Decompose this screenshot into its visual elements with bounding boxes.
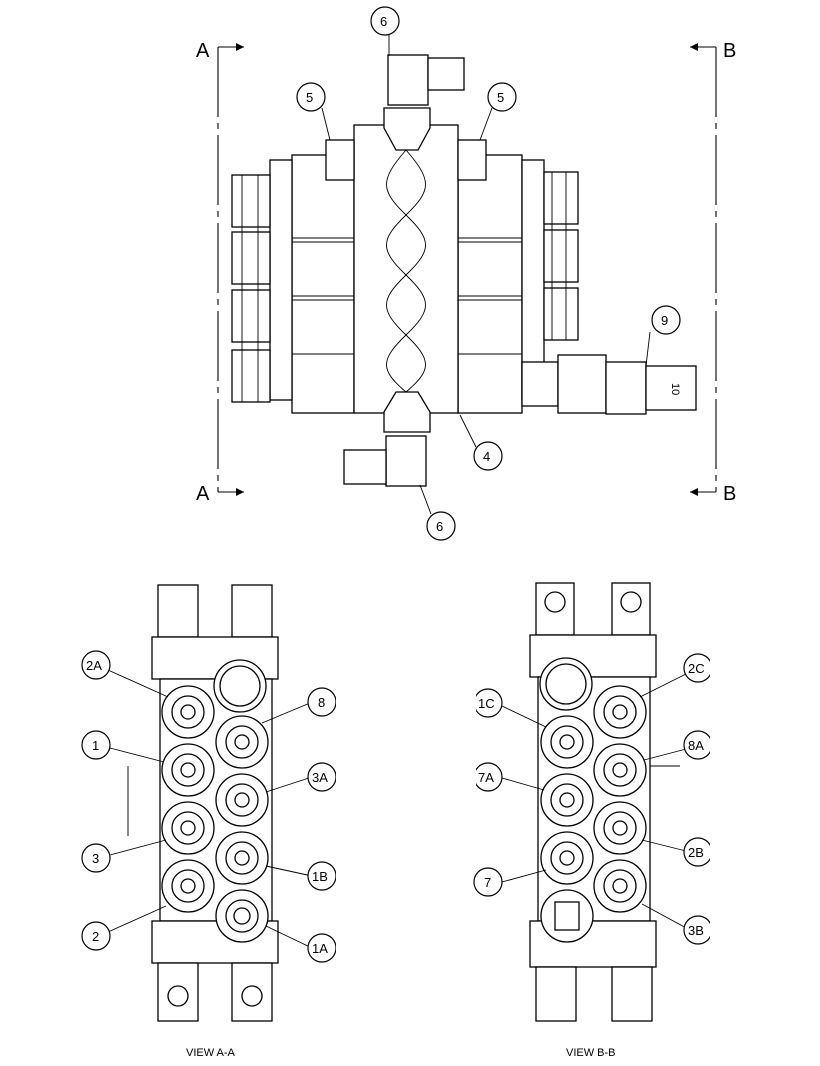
svg-text:7A: 7A	[478, 770, 494, 785]
svg-text:2B: 2B	[688, 845, 704, 860]
section-label-a-bottom: A	[196, 483, 210, 505]
callout-3A: 3A	[307, 762, 337, 792]
callout-2B: 2B	[683, 837, 713, 867]
svg-text:1B: 1B	[312, 869, 328, 884]
section-label-a-top: A	[196, 40, 210, 62]
callout-2C: 2C	[683, 653, 713, 683]
section-label-b-top: B	[723, 40, 736, 62]
callout-5-left: 5	[296, 82, 326, 112]
svg-text:6: 6	[380, 14, 387, 29]
callout-6-bottom: 6	[426, 511, 456, 541]
svg-text:8A: 8A	[688, 738, 704, 753]
svg-text:9: 9	[661, 313, 668, 328]
section-label-b-bottom: B	[723, 483, 736, 505]
svg-text:3B: 3B	[688, 923, 704, 938]
svg-text:2: 2	[92, 929, 99, 944]
section-line-b: B B	[690, 40, 736, 505]
svg-text:1A: 1A	[312, 941, 328, 956]
view-a-drawing	[127, 584, 279, 1022]
svg-text:3A: 3A	[312, 770, 328, 785]
svg-text:1C: 1C	[478, 696, 495, 711]
svg-text:3: 3	[92, 851, 99, 866]
callout-9: 9	[651, 305, 681, 335]
callout-1B: 1B	[307, 861, 337, 891]
callout-4: 4	[473, 441, 503, 471]
callout-2A: 2A	[81, 650, 111, 680]
top-leaders	[321, 33, 651, 515]
callout-8A: 8A	[683, 730, 713, 760]
svg-text:4: 4	[483, 449, 490, 464]
callout-1A: 1A	[307, 933, 337, 963]
view-a-label: VIEW A-A	[186, 1047, 236, 1059]
svg-text:5: 5	[497, 90, 504, 105]
callout-5-right: 5	[487, 82, 517, 112]
section-line-a: A A	[196, 40, 244, 505]
view-a-leaders	[107, 669, 313, 949]
callout-8: 8	[307, 687, 337, 717]
callout-2: 2	[81, 921, 111, 951]
view-b-label: VIEW B-B	[566, 1047, 616, 1059]
svg-text:6: 6	[436, 519, 443, 534]
svg-text:2A: 2A	[86, 658, 102, 673]
callout-3: 3	[81, 843, 111, 873]
callout-3B: 3B	[683, 915, 713, 945]
callout-6-top: 6	[370, 6, 400, 36]
callout-7: 7	[473, 867, 503, 897]
view-b-leaders	[501, 671, 691, 931]
connector-marking: 10	[669, 383, 681, 395]
svg-text:5: 5	[306, 90, 313, 105]
svg-text:7: 7	[484, 875, 491, 890]
view-b-drawing	[529, 582, 680, 1022]
callout-1C: 1C	[473, 688, 503, 718]
svg-text:8: 8	[318, 695, 325, 710]
valve-side-view: 10	[231, 54, 697, 487]
svg-text:2C: 2C	[688, 661, 705, 676]
callout-7A: 7A	[473, 762, 503, 792]
svg-text:1: 1	[92, 738, 99, 753]
callout-1: 1	[81, 730, 111, 760]
